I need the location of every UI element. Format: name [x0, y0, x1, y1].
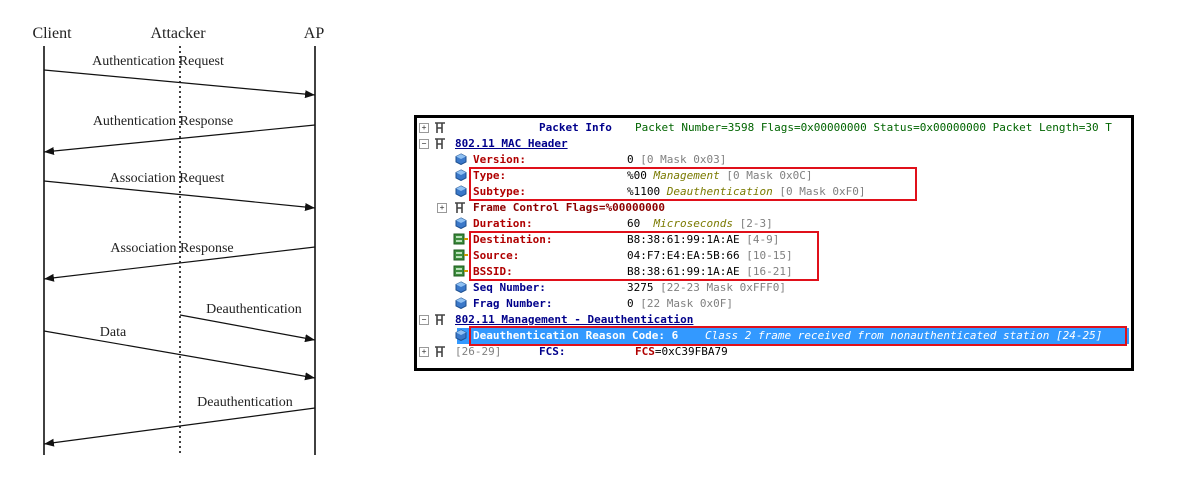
subtype-value: %1100 Deauthentication [0 Mask 0xF0]	[627, 185, 866, 198]
address-field-icon	[453, 249, 468, 261]
bssid-label: BSSID:	[473, 265, 513, 278]
selected-row-highlight	[457, 328, 1129, 344]
tree-row-subtype[interactable]: Subtype: %1100 Deauthentication [0 Mask …	[417, 184, 1131, 200]
frag-number-value: 0 [22 Mask 0x0F]	[627, 297, 733, 310]
field-cube-icon	[455, 281, 467, 293]
packet-info-value: Packet Number=3598 Flags=0x00000000 Stat…	[635, 121, 1112, 134]
actor-attacker: Attacker	[150, 25, 206, 42]
tree-row-version[interactable]: Version: 0 [0 Mask 0x03]	[417, 152, 1131, 168]
address-fields-highlight-box	[469, 231, 819, 281]
reason-code-description: Class 2 frame received from nonauthentic…	[705, 329, 1103, 342]
fcs-value: FCS=0xC39FBA79	[635, 345, 728, 358]
collapse-minus-icon[interactable]: −	[419, 315, 429, 325]
type-subtype-highlight-box	[469, 167, 917, 201]
tree-branch-icon	[435, 138, 445, 149]
message-label-data: Data	[100, 325, 127, 340]
tree-row-bssid[interactable]: BSSID: B8:38:61:99:1A:AE [16-21]	[417, 264, 1131, 280]
duration-value: 60 Microseconds [2-3]	[627, 217, 773, 230]
field-cube-icon	[455, 153, 467, 165]
actor-ap: AP	[304, 25, 325, 42]
message-label-assoc-response: Association Response	[110, 241, 233, 256]
sequence-diagram: Client Attacker AP Authentication Reques…	[32, 25, 325, 455]
message-label-auth-request: Authentication Request	[92, 54, 224, 69]
message-arrow-attacker-deauth	[179, 314, 316, 343]
tree-row-duration[interactable]: Duration: 60 Microseconds [2-3]	[417, 216, 1131, 232]
source-label: Source:	[473, 249, 520, 262]
message-label-ap-deauth: Deauthentication	[197, 395, 293, 410]
tree-branch-icon	[435, 346, 445, 357]
tree-row-type[interactable]: Type: %00 Management [0 Mask 0x0C]	[417, 168, 1131, 184]
packet-info-label: Packet Info	[539, 121, 612, 134]
type-label: Type:	[473, 169, 507, 182]
fcs-label: FCS:	[539, 345, 566, 358]
message-arrow-auth-response	[43, 124, 316, 155]
expand-plus-icon[interactable]: +	[419, 347, 429, 357]
bssid-value: B8:38:61:99:1A:AE [16-21]	[627, 265, 793, 278]
expand-plus-icon[interactable]: +	[437, 203, 447, 213]
tree-row-mac-header[interactable]: − 802.11 MAC Header	[417, 136, 1131, 152]
source-value: 04:F7:E4:EA:5B:66 [10-15]	[627, 249, 793, 262]
destination-label: Destination:	[473, 233, 553, 246]
message-label-auth-response: Authentication Response	[93, 114, 233, 129]
version-value: 0 [0 Mask 0x03]	[627, 153, 727, 166]
field-cube-icon	[455, 297, 467, 309]
seq-number-label: Seq Number:	[473, 281, 546, 294]
tree-row-source[interactable]: Source: 04:F7:E4:EA:5B:66 [10-15]	[417, 248, 1131, 264]
message-arrow-ap-deauth	[43, 407, 316, 447]
tree-row-destination[interactable]: Destination: B8:38:61:99:1A:AE [4-9]	[417, 232, 1131, 248]
field-cube-icon	[455, 169, 467, 181]
frame-control-label: Frame Control Flags=%00000000	[473, 201, 666, 214]
message-arrow-assoc-response	[43, 246, 316, 282]
tree-row-packet-info[interactable]: + Packet Info Packet Number=3598 Flags=0…	[417, 120, 1131, 136]
tree-row-fcs[interactable]: + [26-29] FCS: FCS=0xC39FBA79	[417, 344, 1131, 360]
tree-branch-icon	[435, 314, 445, 325]
message-label-assoc-request: Association Request	[110, 171, 225, 186]
type-value: %00 Management [0 Mask 0x0C]	[627, 169, 813, 182]
message-arrow-data	[43, 330, 316, 381]
fcs-range: [26-29]	[455, 345, 502, 358]
tree-branch-icon	[455, 202, 465, 213]
collapse-minus-icon[interactable]: −	[419, 139, 429, 149]
reason-code-label: Deauthentication Reason Code: 6	[473, 329, 679, 342]
duration-label: Duration:	[473, 217, 533, 230]
tree-row-frag-number[interactable]: Frag Number: 0 [22 Mask 0x0F]	[417, 296, 1131, 312]
message-label-attacker-deauth: Deauthentication	[206, 302, 302, 317]
version-label: Version:	[473, 153, 526, 166]
address-field-icon	[453, 265, 468, 277]
mac-header-label: 802.11 MAC Header	[455, 137, 568, 150]
frag-number-label: Frag Number:	[473, 297, 553, 310]
tree-row-seq-number[interactable]: Seq Number: 3275 [22-23 Mask 0xFFF0]	[417, 280, 1131, 296]
tree-branch-icon	[435, 122, 445, 133]
field-cube-icon	[455, 329, 467, 341]
address-field-icon	[453, 233, 468, 245]
tree-row-frame-control[interactable]: + Frame Control Flags=%00000000	[417, 200, 1131, 216]
message-arrow-auth-request	[43, 69, 316, 99]
field-cube-icon	[455, 217, 467, 229]
seq-number-value: 3275 [22-23 Mask 0xFFF0]	[627, 281, 786, 294]
reason-code-highlight-box	[469, 326, 1127, 346]
message-arrow-assoc-request	[43, 180, 316, 211]
packet-decode-panel: + Packet Info Packet Number=3598 Flags=0…	[414, 115, 1134, 371]
tree-row-reason-code[interactable]: Deauthentication Reason Code: 6 Class 2 …	[417, 328, 1131, 344]
expand-plus-icon[interactable]: +	[419, 123, 429, 133]
actor-client: Client	[32, 25, 72, 42]
mgmt-deauth-label: 802.11 Management - Deauthentication	[455, 313, 694, 326]
tree-row-mgmt-deauth[interactable]: − 802.11 Management - Deauthentication	[417, 312, 1131, 328]
destination-value: B8:38:61:99:1A:AE [4-9]	[627, 233, 780, 246]
field-cube-icon	[455, 185, 467, 197]
subtype-label: Subtype:	[473, 185, 526, 198]
